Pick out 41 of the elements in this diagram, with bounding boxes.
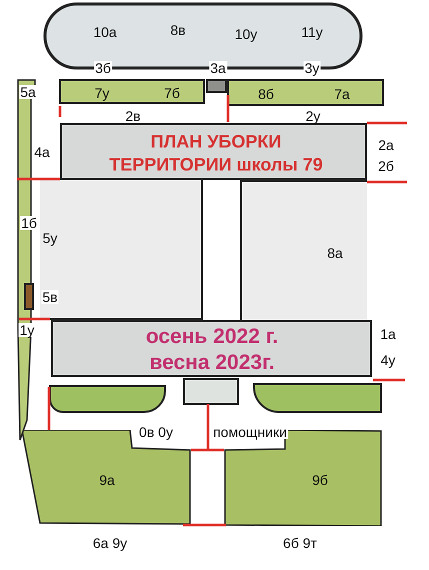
zone-label: 10у (234, 27, 258, 41)
zone-label: 2а (377, 138, 395, 152)
zone-label: 2б (377, 159, 395, 173)
zone-label: 6а 9у (92, 536, 128, 550)
title-text: ПЛАН УБОРКИ ТЕРРИТОРИИ школы 79 (108, 130, 324, 176)
zone-label: 8в (170, 23, 186, 37)
storage-box (206, 79, 227, 93)
zone-label: 7б (164, 86, 180, 100)
flower-bed (49, 385, 166, 413)
flower-bed (59, 79, 205, 104)
zone-label: 8б (258, 87, 274, 101)
zone-label: 5а (19, 85, 37, 99)
season-text: осень 2022 г. весна 2023г. (144, 324, 280, 376)
zone-label: 8а (327, 246, 343, 260)
zone-label: 10а (93, 25, 117, 39)
zone-label: 2в (124, 109, 142, 123)
zone-label: 11у (301, 25, 323, 39)
zone-label: 3а (209, 61, 227, 75)
zone-label: 4а (33, 145, 51, 159)
zone-label: 0в 0у (138, 425, 174, 439)
zone-label: 1б (20, 216, 38, 230)
zone-label: 1а (379, 327, 397, 341)
building-wing (40, 180, 203, 320)
building-wing (240, 180, 367, 321)
zone-label: 5в (41, 290, 59, 304)
flower-bed (253, 383, 382, 413)
zone-label: 7у (94, 86, 110, 100)
zone-label: 2у (304, 109, 322, 123)
zone-label: 7а (334, 87, 350, 101)
zone-label: 9а (99, 473, 115, 487)
zone-label: 5у (42, 231, 58, 245)
zone-label: 3б (94, 61, 112, 75)
zone-label: 4у (380, 353, 396, 367)
flower-bed (227, 79, 384, 106)
zone-label: 1у (18, 323, 36, 337)
school-building (51, 320, 372, 377)
school-building (60, 123, 367, 180)
zone-label: 9б (312, 473, 328, 487)
zone-label: 3у (304, 61, 320, 75)
porch (183, 378, 239, 405)
zone-label: 6б 9т (282, 536, 318, 550)
